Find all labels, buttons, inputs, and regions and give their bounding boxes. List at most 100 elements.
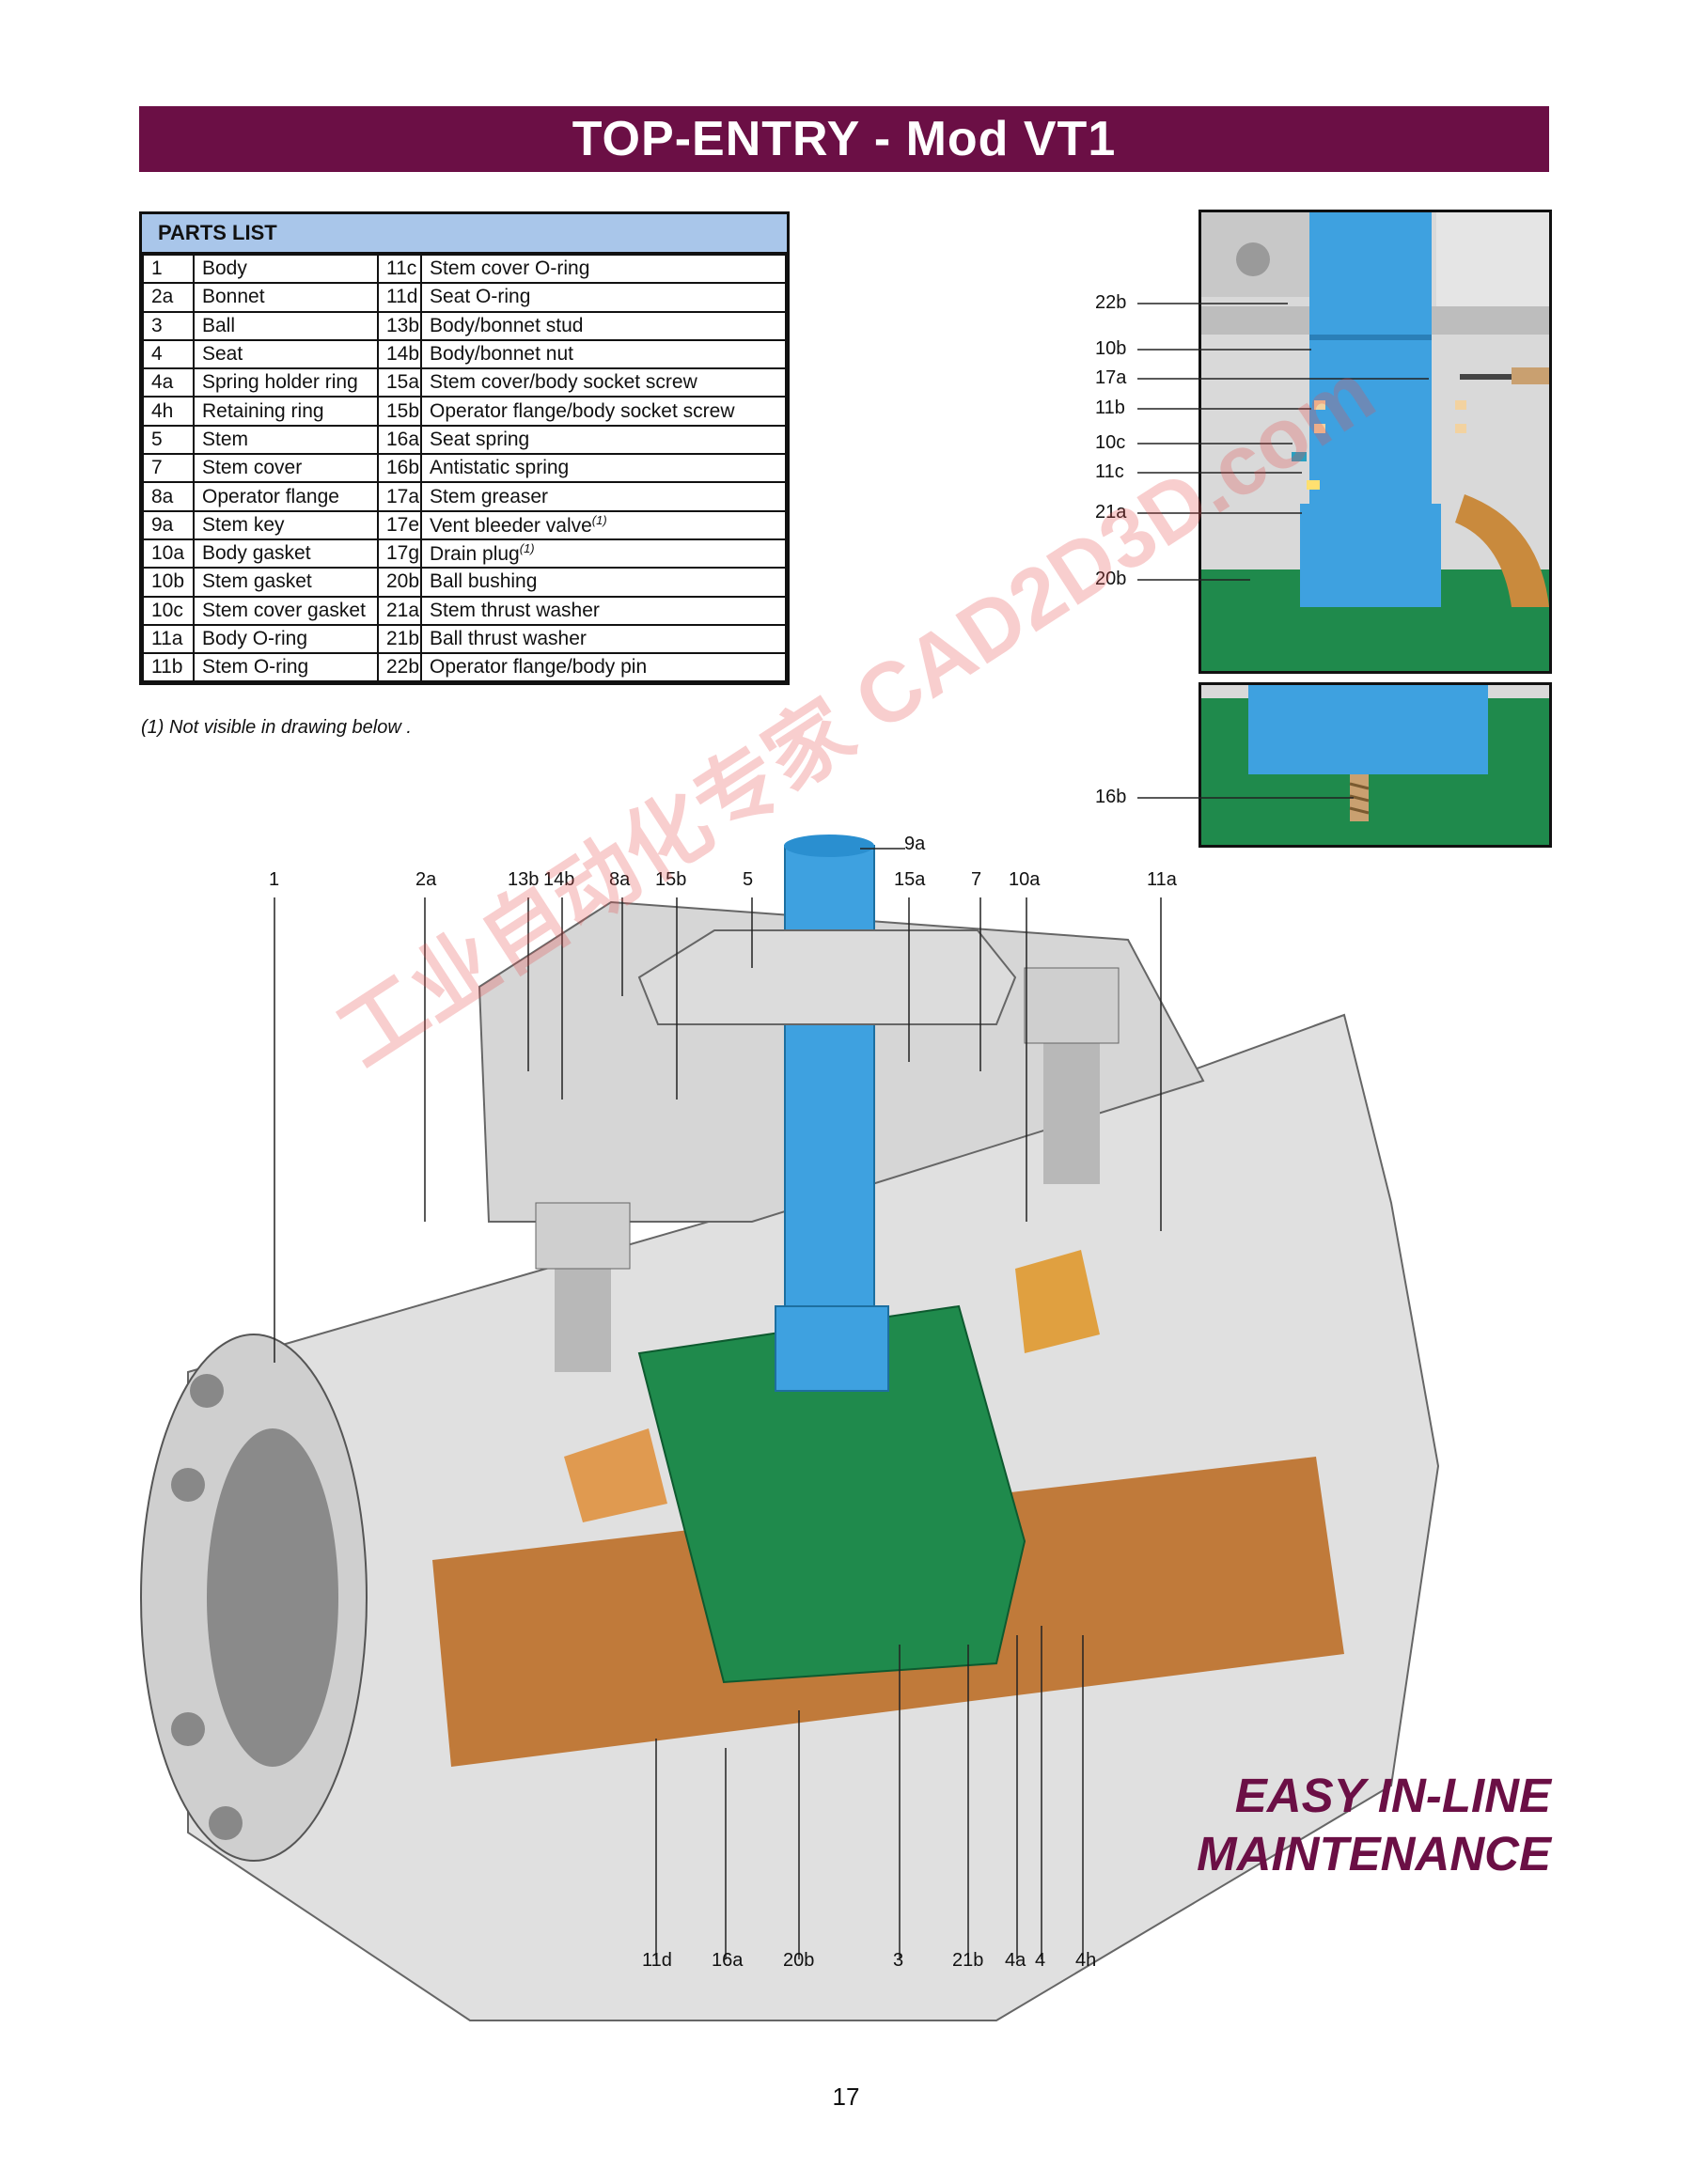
top-callout-label: 9a	[904, 834, 926, 854]
detail-inset-stem	[1198, 210, 1552, 674]
parts-cell-num2: 15b	[377, 396, 422, 427]
detail-inset-stem-drawing	[1201, 212, 1549, 671]
top-callout-label: 15a	[894, 869, 926, 890]
top-callout-label: 2a	[415, 869, 437, 890]
bottom-callout-label: 4a	[1005, 1950, 1026, 1971]
parts-cell-name: Body O-ring	[193, 623, 379, 655]
parts-cell-desc: Body/bonnet stud	[420, 310, 787, 341]
detail-inset-spring	[1198, 682, 1552, 848]
parts-cell-num: 1	[142, 253, 195, 285]
parts-cell-num2: 20b	[377, 567, 422, 598]
parts-cell-name: Bonnet	[193, 282, 379, 313]
detail2-callout-label: 16b	[1095, 787, 1127, 807]
parts-cell-name: Retaining ring	[193, 396, 379, 427]
parts-cell-num: 10c	[142, 595, 195, 626]
parts-cell-desc: Operator flange/body pin	[420, 652, 787, 683]
parts-cell-name: Stem gasket	[193, 567, 379, 598]
bottom-callout-label: 3	[893, 1950, 904, 1971]
parts-cell-name: Stem	[193, 424, 379, 456]
detail-callout-label: 11b	[1095, 398, 1125, 418]
bottom-callout-label: 21b	[952, 1950, 984, 1971]
parts-cell-num: 10b	[142, 567, 195, 598]
bottom-callout-label: 20b	[783, 1950, 815, 1971]
parts-cell-desc: Operator flange/body socket screw	[420, 396, 787, 427]
detail-inset-spring-drawing	[1201, 685, 1549, 845]
parts-list-heading: PARTS LIST	[142, 214, 787, 254]
detail-callout-label: 21a	[1095, 502, 1127, 523]
parts-cell-num: 4	[142, 338, 195, 370]
detail-callout-label: 20b	[1095, 569, 1127, 589]
tagline-line-2: MAINTENANCE	[1197, 1827, 1551, 1880]
bottom-callout-label: 16a	[712, 1950, 744, 1971]
parts-cell-name: Body	[193, 253, 379, 285]
tagline-line-1: EASY IN-LINE	[1234, 1769, 1551, 1822]
footnote: (1) Not visible in drawing below .	[141, 717, 412, 738]
parts-cell-num: 4h	[142, 396, 195, 427]
parts-cell-num2: 17g	[377, 538, 422, 569]
parts-cell-name: Stem key	[193, 509, 379, 540]
parts-cell-name: Stem cover	[193, 453, 379, 484]
top-callout-label: 1	[269, 869, 280, 890]
parts-cell-num: 8a	[142, 481, 195, 512]
parts-cell-num2: 14b	[377, 338, 422, 370]
parts-cell-desc: Vent bleeder valve(1)	[420, 509, 787, 540]
bottom-callout-label: 4h	[1075, 1950, 1097, 1971]
parts-cell-num: 9a	[142, 509, 195, 540]
detail-callout-label: 10c	[1095, 432, 1126, 453]
parts-cell-desc: Seat O-ring	[420, 282, 787, 313]
parts-cell-num2: 11d	[377, 282, 422, 313]
parts-cell-num: 5	[142, 424, 195, 456]
parts-cell-num2: 17e	[377, 509, 422, 540]
parts-cell-name: Body gasket	[193, 538, 379, 569]
top-callout-label: 11a	[1147, 869, 1177, 890]
top-callout-label: 14b	[543, 869, 575, 890]
parts-cell-desc: Stem cover/body socket screw	[420, 367, 787, 398]
parts-cell-name: Operator flange	[193, 481, 379, 512]
title-bar: TOP-ENTRY - Mod VT1	[139, 106, 1549, 172]
parts-cell-desc: Antistatic spring	[420, 453, 787, 484]
parts-cell-name: Seat	[193, 338, 379, 370]
detail-callout-label: 10b	[1095, 338, 1127, 359]
parts-cell-num: 11b	[142, 652, 195, 683]
detail-callout-label: 11c	[1095, 461, 1124, 482]
top-callout-label: 5	[743, 869, 754, 890]
bottom-callout-label: 11d	[642, 1950, 672, 1971]
parts-cell-num2: 17a	[377, 481, 422, 512]
parts-cell-desc: Stem thrust washer	[420, 595, 787, 626]
parts-cell-desc: Stem greaser	[420, 481, 787, 512]
parts-cell-num2: 16b	[377, 453, 422, 484]
detail-callout-label: 22b	[1095, 292, 1127, 313]
parts-cell-num: 2a	[142, 282, 195, 313]
bottom-callout-label: 4	[1035, 1950, 1046, 1971]
page-title: TOP-ENTRY - Mod VT1	[572, 112, 1117, 166]
detail-callout-label: 17a	[1095, 367, 1127, 388]
parts-cell-num: 3	[142, 310, 195, 341]
parts-cell-name: Ball	[193, 310, 379, 341]
parts-cell-num: 4a	[142, 367, 195, 398]
top-callout-label: 8a	[609, 869, 631, 890]
parts-cell-num2: 21b	[377, 623, 422, 655]
parts-cell-desc: Stem cover O-ring	[420, 253, 787, 285]
page-number: 17	[832, 2083, 860, 2111]
parts-cell-num: 7	[142, 453, 195, 484]
top-callout-label: 7	[971, 869, 982, 890]
parts-cell-num2: 22b	[377, 652, 422, 683]
tagline: EASY IN-LINE MAINTENANCE	[1128, 1767, 1551, 1883]
